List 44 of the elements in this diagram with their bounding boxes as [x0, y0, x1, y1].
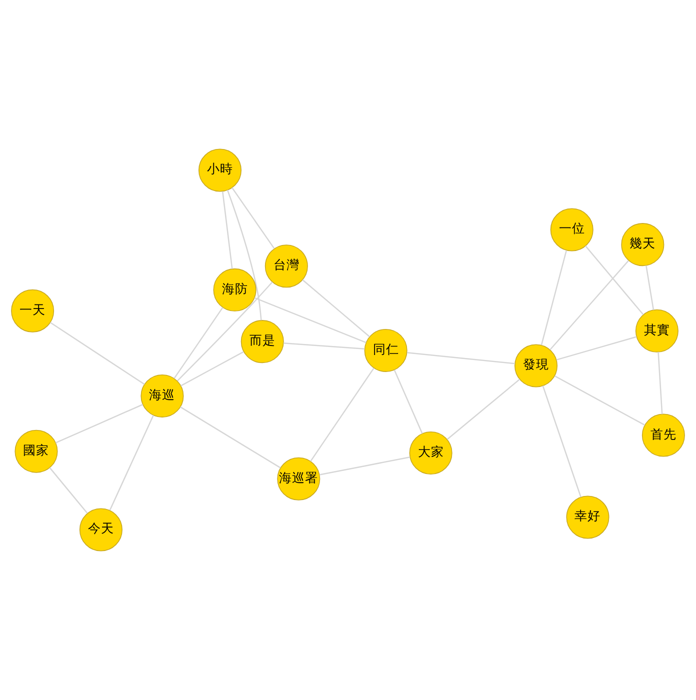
connector — [446, 378, 520, 440]
connector — [406, 352, 515, 364]
connector — [310, 368, 374, 462]
connector — [585, 246, 644, 316]
connector — [222, 191, 233, 269]
node-circle: 發現 — [514, 344, 558, 388]
node-circle: 一天 — [11, 289, 54, 332]
connector — [556, 336, 637, 360]
connector — [50, 322, 145, 385]
node-circle: 海防 — [213, 268, 256, 312]
node-circle: 台灣 — [264, 244, 308, 288]
connector — [319, 456, 410, 476]
node-circle: 大家 — [409, 432, 452, 475]
node-circle: 國家 — [14, 430, 58, 473]
node-circle: 小時 — [198, 148, 242, 192]
node-circle: 海巡署 — [277, 457, 320, 500]
connector — [254, 297, 366, 344]
connector — [394, 370, 423, 434]
connector — [174, 307, 224, 379]
node-circle: 今天 — [79, 508, 122, 552]
connector — [542, 386, 582, 498]
connector — [226, 190, 262, 320]
node-circle: 而是 — [240, 320, 284, 364]
node-circle: 幾天 — [621, 223, 664, 266]
connector — [302, 279, 370, 338]
connector — [646, 265, 654, 310]
connector — [180, 406, 281, 468]
connector — [550, 260, 629, 350]
node-circle: 海巡 — [140, 374, 184, 418]
connector — [55, 404, 144, 444]
node-circle: 一位 — [550, 208, 594, 252]
connector — [232, 187, 275, 249]
connector — [554, 375, 646, 426]
connector — [177, 282, 273, 382]
node-circle: 首先 — [642, 414, 685, 457]
connector — [284, 342, 365, 350]
connector — [49, 467, 88, 514]
node-circle: 幸好 — [566, 496, 610, 539]
connector — [109, 414, 154, 511]
connector — [658, 352, 663, 414]
node-circle: 同仁 — [364, 328, 408, 372]
connector — [540, 250, 568, 346]
connector — [180, 351, 244, 386]
node-circle: 其實 — [635, 309, 678, 352]
